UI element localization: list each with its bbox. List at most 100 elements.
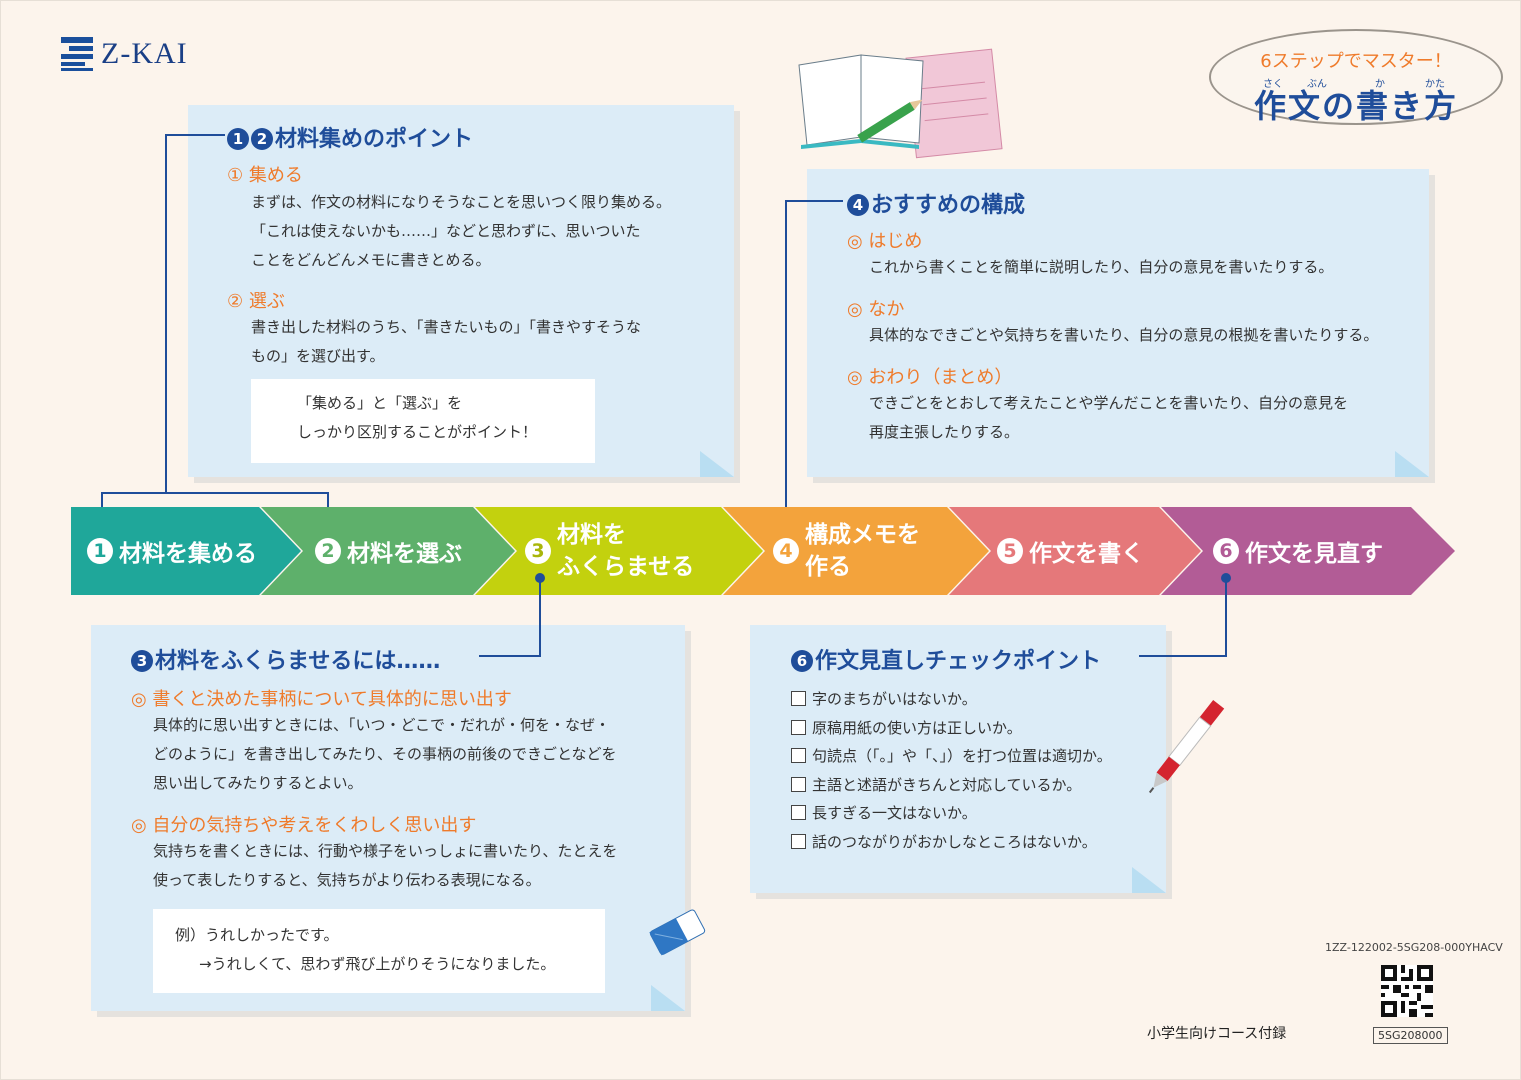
- checklist-item[interactable]: 字のまちがいはないか。: [791, 685, 1151, 714]
- step-label-line: 材料を: [557, 522, 626, 548]
- text-line: 気持ちを書くときには、行動や様子をいっしょに書いたり、たとえを: [153, 842, 618, 860]
- panel-fold: [1395, 451, 1429, 477]
- ruby-bun: ぶん: [1307, 79, 1327, 90]
- step-5: 5 作文を書く: [997, 507, 1144, 595]
- heading-select: ② 選ぶ: [227, 291, 285, 312]
- checklist-item[interactable]: 話のつながりがおかしなところはないか。: [791, 828, 1151, 857]
- text-line: 「集める」と「選ぶ」を: [297, 394, 463, 412]
- heading-collect: ① 集める: [227, 165, 303, 186]
- step-label: 作文を見直す: [1245, 541, 1383, 567]
- step-1: 1 材料を集める: [87, 507, 257, 595]
- checklist-item[interactable]: 原稿用紙の使い方は正しいか。: [791, 714, 1151, 743]
- product-code: 1ZZ-122002-5SG208-000YHACV: [1325, 941, 1503, 954]
- title-badge: 6ステップでマスター！ さく ぶん か かた 作文の書き方: [1209, 29, 1503, 125]
- step-arrow-6: [1161, 507, 1455, 595]
- step-arrow-4: [723, 507, 989, 595]
- step-3: 3 材料をふくらませる: [525, 507, 694, 595]
- step-number-badge: 4: [847, 194, 869, 216]
- connector-line: [165, 134, 167, 492]
- badge-subtitle: 6ステップでマスター！: [1260, 51, 1452, 72]
- checklist-text: 長すぎる一文はないか。: [812, 804, 977, 822]
- step-number-badge: 6: [791, 650, 813, 672]
- step-number: 5: [997, 538, 1023, 564]
- paragraph-end: できごとをとおして考えたことや学んだことを書いたり、自分の意見を 再度主張したり…: [869, 389, 1409, 447]
- eraser-illustration: [649, 909, 706, 956]
- badge-title: 作文の書き方: [1253, 87, 1458, 125]
- step-number: 6: [1213, 538, 1239, 564]
- step-label-line: 構成メモを: [805, 522, 920, 548]
- paragraph-intro: これから書くことを簡単に説明したり、自分の意見を書いたりする。: [869, 258, 1334, 276]
- panel3-title-text: 材料をふくらませるには……: [155, 649, 441, 674]
- step-number: 4: [773, 538, 799, 564]
- step-arrow-2: [261, 507, 515, 595]
- text-line: ことをどんどんメモに書きとめる。: [251, 251, 491, 269]
- checklist-text: 字のまちがいはないか。: [812, 690, 977, 708]
- connector-line: [1225, 577, 1227, 655]
- text-line: 「これは使えないかも……」などと思わずに、思いついた: [251, 222, 641, 240]
- text-line: 具体的に思い出すときには、「いつ・どこで・だれが・何を・なぜ・: [153, 716, 611, 734]
- item-code: 5SG208000: [1373, 1027, 1448, 1044]
- checkbox[interactable]: [791, 719, 806, 735]
- text-line: どのように」を書き出してみたり、その事柄の前後のできごとなどを: [153, 745, 617, 763]
- step-label: 材料をふくらませる: [557, 519, 694, 583]
- text-line: 例）うれしかったです。: [175, 926, 339, 944]
- checklist-item[interactable]: 長すぎる一文はないか。: [791, 799, 1151, 828]
- checkbox[interactable]: [791, 691, 806, 706]
- text-line: まずは、作文の材料になりそうなことを思いつく限り集める。: [251, 193, 672, 211]
- checklist-text: 主語と述語がきちんと対応しているか。: [812, 775, 1082, 794]
- logo-text: Z-KAI: [101, 37, 188, 70]
- connector-line: [539, 577, 541, 655]
- step-number-badge: 3: [131, 650, 153, 672]
- checklist-text: 句読点（「。」や「、」）を打つ位置は適切か。: [812, 747, 1112, 765]
- course-label: 小学生向けコース付録: [1147, 1026, 1287, 1042]
- zkai-logo: Z-KAI: [61, 37, 188, 71]
- text-line: 使って表したりすると、気持ちがより伝わる表現になる。: [153, 871, 541, 889]
- connector-line: [479, 655, 541, 657]
- connector-dot: [1221, 573, 1231, 583]
- paragraph-recall-specifics: 具体的に思い出すときには、「いつ・どこで・だれが・何を・なぜ・ どのように」を書…: [153, 711, 663, 798]
- step-number-badge: 2: [251, 128, 273, 150]
- text-line: 思い出してみたりするとよい。: [153, 774, 363, 792]
- step-label: 構成メモを作る: [805, 519, 920, 583]
- paragraph-collect: まずは、作文の材料になりそうなことを思いつく限り集める。 「これは使えないかも……: [251, 188, 711, 275]
- checklist-item[interactable]: 句読点（「。」や「、」）を打つ位置は適切か。: [791, 742, 1151, 771]
- step-label: 作文を書く: [1029, 541, 1144, 567]
- checkbox[interactable]: [791, 833, 806, 849]
- ruby-saku: さく: [1263, 79, 1283, 90]
- checklist-text: 原稿用紙の使い方は正しいか。: [812, 718, 1022, 737]
- paragraph-select: 書き出した材料のうち、「書きたいもの」「書きやすそうな もの」を選び出す。: [251, 313, 711, 371]
- step-arrow-3: [475, 507, 763, 595]
- text-line: できごとをとおして考えたことや学んだことを書いたり、自分の意見を: [869, 394, 1348, 412]
- step-label-line: ふくらませる: [557, 554, 695, 580]
- ruby-ka: か: [1375, 79, 1385, 90]
- connector-dot: [535, 573, 545, 583]
- connector-line: [785, 200, 787, 518]
- text-line: 再度主張したりする。: [869, 423, 1020, 441]
- text-line: もの」を選び出す。: [251, 347, 385, 365]
- panel-fold: [700, 451, 734, 477]
- checklist-item[interactable]: 主語と述語がきちんと対応しているか。: [791, 771, 1151, 800]
- point-box: 「集める」と「選ぶ」を しっかり区別することがポイント！: [251, 379, 595, 463]
- checklist-text: 話のつながりがおかしなところはないか。: [812, 832, 1097, 851]
- connector-line: [785, 200, 843, 202]
- checkbox[interactable]: [791, 805, 806, 820]
- step-6: 6 作文を見直す: [1213, 507, 1383, 595]
- notebook-illustration: [798, 48, 1003, 159]
- checkbox[interactable]: [791, 776, 806, 792]
- paragraph-recall-feelings: 気持ちを書くときには、行動や様子をいっしょに書いたり、たとえを 使って表したりす…: [153, 837, 663, 895]
- paragraph-middle: 具体的なできごとや気持ちを書いたり、自分の意見の根拠を書いたりする。: [869, 326, 1379, 344]
- step-2: 2 材料を選ぶ: [315, 507, 462, 595]
- step-label: 材料を選ぶ: [347, 541, 462, 567]
- panel4-title-text: おすすめの構成: [871, 193, 1026, 218]
- panel-structure: [807, 169, 1429, 477]
- text-line: →うれしくて、思わず飛び上がりそうになりました。: [199, 955, 556, 973]
- checkbox[interactable]: [791, 748, 806, 763]
- step-arrow-band: 1 材料を集める 2 材料を選ぶ 3 材料をふくらませる 4 構成メモを作る 5…: [71, 507, 1461, 595]
- arrow-shapes: [71, 507, 1455, 595]
- panel-fold: [1132, 867, 1166, 893]
- heading-intro: ◎ はじめ: [847, 231, 923, 252]
